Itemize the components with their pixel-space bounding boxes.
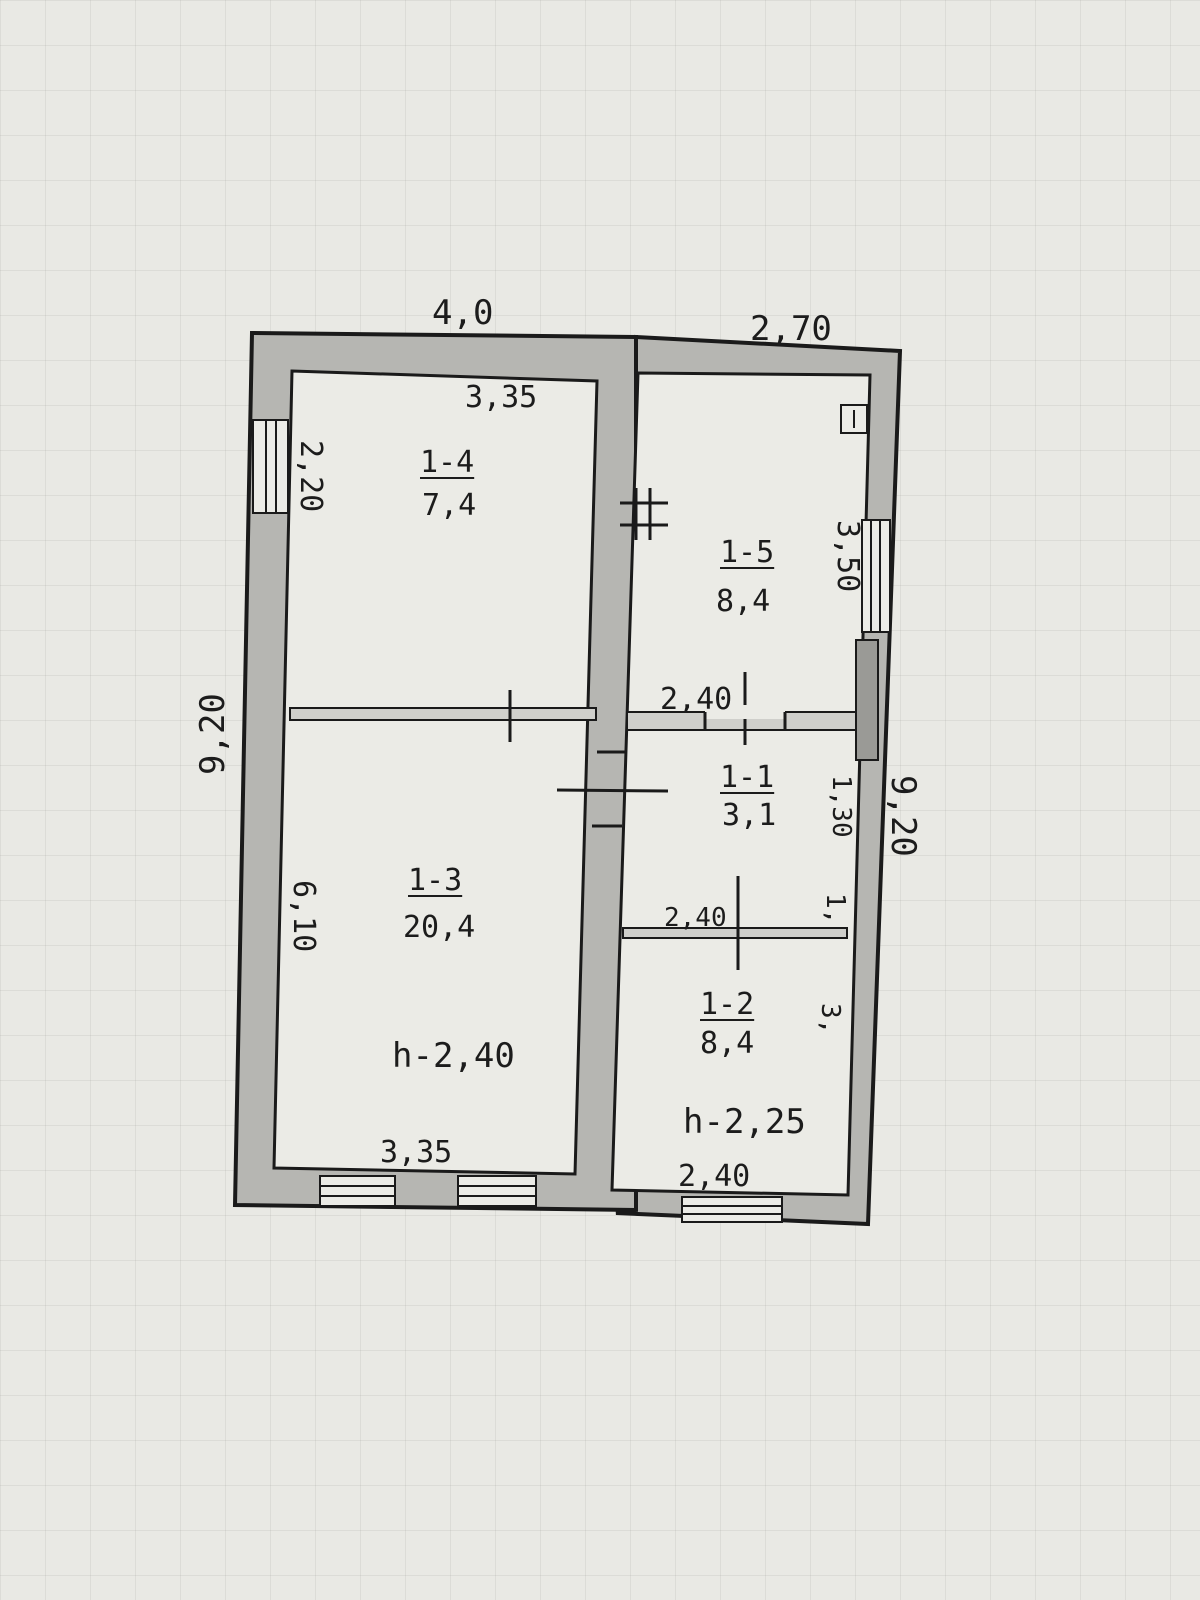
overall-width-left-label: 4,0: [432, 293, 494, 333]
room-1-3-1-4-interior: [272, 369, 599, 1176]
room-1-3-height-label: h-2,40: [392, 1036, 515, 1076]
room-1-4-length-label: 2,20: [293, 440, 328, 513]
pier-right: [855, 639, 879, 761]
window-right: [861, 519, 891, 633]
stove-symbol: [620, 488, 668, 540]
room-1-1-length-label: 1,30: [826, 775, 856, 838]
partition-1-4-1-3: [289, 707, 597, 721]
window-bottom-3: [681, 1196, 783, 1223]
room-1-4-area: 7,4: [422, 488, 477, 523]
door-1-1: [556, 788, 669, 793]
wall-niche: [840, 404, 868, 434]
room-1-2-code: 1-2: [700, 987, 755, 1022]
partition-walls: [289, 639, 879, 939]
room-1-2-bottom-width-label: 2,40: [678, 1159, 751, 1194]
room-1-3-code: 1-3: [408, 863, 463, 898]
window-left: [252, 419, 289, 514]
room-interiors: [272, 369, 872, 1197]
room-1-2-height-label: h-2,25: [683, 1102, 806, 1142]
room-1-3-length-label: 6,10: [286, 880, 321, 953]
door-openings: [508, 672, 787, 970]
window-bottom-1: [319, 1175, 396, 1207]
window-bottom-2: [457, 1175, 537, 1207]
room-1-3-width-label: 3,35: [380, 1135, 453, 1170]
room-1-4-width-label: 3,35: [465, 380, 538, 415]
corridor-partial-label: 1,: [820, 893, 850, 925]
room-1-1-width-label: 2,40: [660, 682, 733, 717]
room-1-2-length-label: 3,: [815, 1003, 845, 1035]
room-1-4-code: 1-4: [420, 445, 475, 480]
partition-1-1-1-2: [622, 927, 848, 939]
room-1-5-area: 8,4: [716, 584, 771, 619]
room-1-2-area: 8,4: [700, 1026, 755, 1061]
overall-length-right-label: 9,20: [883, 775, 923, 857]
overall-length-left-label: 9,20: [193, 693, 233, 775]
overall-width-right-label: 2,70: [750, 309, 832, 349]
windows: [252, 419, 891, 1223]
room-1-2-width-label: 2,40: [664, 903, 727, 933]
right-rooms-interior: [610, 371, 872, 1197]
room-1-3-area: 20,4: [403, 910, 476, 945]
room-1-5-length-label: 3,50: [830, 520, 865, 593]
room-1-1-code: 1-1: [720, 760, 775, 795]
room-1-1-area: 3,1: [722, 798, 777, 833]
room-1-5-code: 1-5: [720, 535, 775, 570]
